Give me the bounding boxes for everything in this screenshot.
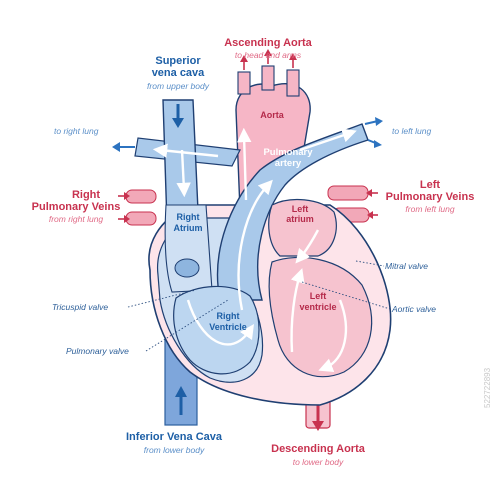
left-ventricle-chamber xyxy=(268,256,373,378)
superior-vena-cava-label-2: vena cava xyxy=(152,67,205,79)
left-pulmonary-veins-label-2: Pulmonary Veins xyxy=(386,191,475,203)
from-left-lung-label: from left lung xyxy=(405,204,454,214)
mitral-valve-label: Mitral valve xyxy=(385,261,428,271)
right-pulmonary-veins-vessel xyxy=(118,189,157,226)
from-right-lung-label: from right lung xyxy=(49,214,104,224)
superior-vena-cava-label-1: Superior xyxy=(155,55,201,67)
left-ventricle-label-1: Left xyxy=(310,291,327,301)
aorta-label: Aorta xyxy=(260,110,284,120)
to-head-and-arms-label: to head and arms xyxy=(235,50,302,60)
from-upper-body-label: from upper body xyxy=(147,81,210,91)
inferior-vena-cava-label: Inferior Vena Cava xyxy=(126,431,223,443)
right-ventricle-chamber xyxy=(173,285,260,375)
to-lower-body-label: to lower body xyxy=(293,457,344,467)
from-lower-body-label: from lower body xyxy=(144,445,205,455)
pulmonary-artery-label-2: artery xyxy=(275,158,302,169)
right-ventricle-label-2: Ventricle xyxy=(209,322,247,332)
right-pulmonary-veins-label-2: Pulmonary Veins xyxy=(32,201,121,213)
pulmonary-valve-label: Pulmonary valve xyxy=(66,346,129,356)
left-ventricle-label-2: ventricle xyxy=(299,302,336,312)
stock-id-label: 522722893 xyxy=(483,367,492,408)
left-atrium-chamber xyxy=(268,199,337,257)
right-ventricle-label-1: Right xyxy=(217,311,240,321)
left-atrium-label-1: Left xyxy=(292,204,309,214)
pulmonary-artery-label-1: Pulmonary xyxy=(263,147,313,158)
blood-flow-arrows xyxy=(152,127,357,373)
leader-lines xyxy=(127,260,391,352)
left-atrium-label-2: atrium xyxy=(286,214,314,224)
ascending-aorta-label: Ascending Aorta xyxy=(224,37,312,49)
descending-aorta-label: Descending Aorta xyxy=(271,443,366,455)
aortic-valve-label: Aortic valve xyxy=(391,304,436,314)
right-atrium-label-2: Atrium xyxy=(174,223,203,233)
left-pulmonary-veins-label-1: Left xyxy=(420,179,441,191)
to-left-lung-label: to left lung xyxy=(392,126,431,136)
labels: Ascending Aorta to head and arms Superio… xyxy=(32,37,492,467)
right-pulmonary-veins-label-1: Right xyxy=(72,189,100,201)
right-atrium-label-1: Right xyxy=(177,212,200,222)
to-right-lung-label: to right lung xyxy=(54,126,99,136)
tricuspid-valve-label: Tricuspid valve xyxy=(52,302,108,312)
